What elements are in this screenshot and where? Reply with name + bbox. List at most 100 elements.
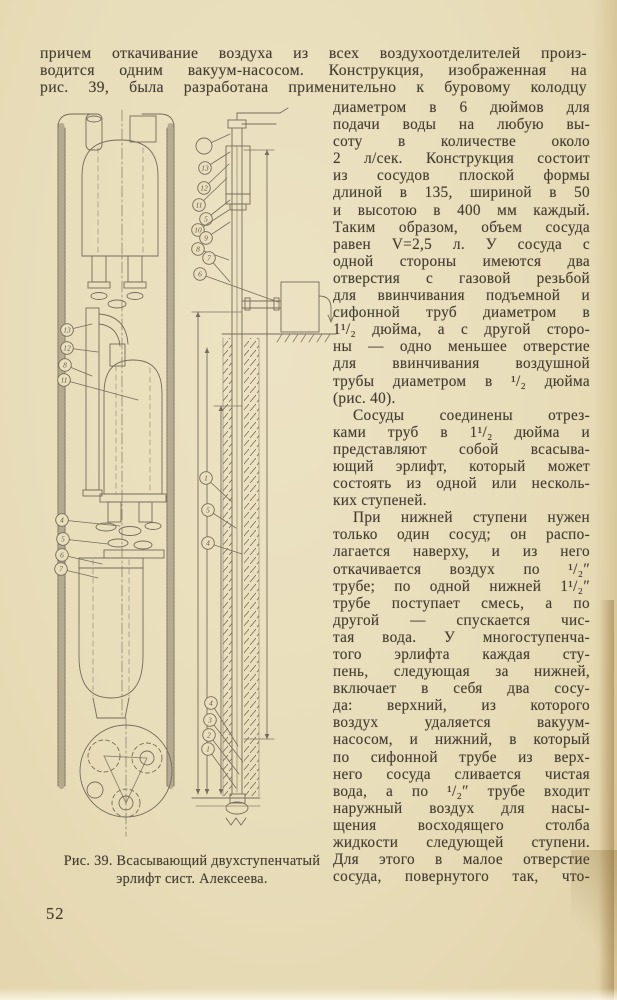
callout-circle <box>54 562 68 576</box>
text-line: трубе; по одной нижней 1¹/₂″ <box>333 577 590 595</box>
callout-circle <box>60 323 74 337</box>
callout-circle <box>193 267 207 281</box>
text-line: 2 л/сек. Конструкция состоит <box>333 150 590 168</box>
callout-number: 1 <box>204 474 208 483</box>
callout-circle <box>199 471 213 485</box>
text-line: Для этого в малое отверстие <box>333 851 590 869</box>
callout-number: 5 <box>61 535 65 544</box>
text-line: ющий эрлифт, который может <box>333 457 590 475</box>
callout-number: 7 <box>59 565 63 574</box>
callout-number: 6 <box>198 270 202 279</box>
callout-number: 13 <box>63 326 71 335</box>
book-spine-edge <box>599 600 614 1000</box>
well-casing <box>57 109 175 837</box>
callout-number: 3 <box>207 716 212 725</box>
text-line: сифонной труб диаметром в <box>333 304 590 322</box>
text-line: и высотою в 400 мм каждый. <box>333 201 590 219</box>
text-line: одной стороны имеются два <box>333 252 590 270</box>
text-line: ны — одно меньшее отверстие <box>333 338 590 356</box>
text-line: Таким образом, объем сосуда <box>333 218 590 236</box>
ground-hatching <box>221 333 337 797</box>
text-line: Сосуды соединены отрез- <box>353 406 590 424</box>
figure-caption: Рис. 39. Всасывающий двухступенчатый эрл… <box>44 853 340 888</box>
page-edge-shading-bottom <box>0 988 617 1000</box>
text-line: да: верхний, из которого <box>333 697 590 715</box>
text-line: жидкости следующей ступени. <box>333 834 590 852</box>
callout-circle <box>198 161 212 175</box>
intro-paragraph: причем откачивание воздуха из всех возду… <box>40 45 587 97</box>
text-line: ками труб в 1¹/₂ дюйма и <box>333 423 590 441</box>
callout-number: 9 <box>204 234 208 243</box>
callout-number: 4 <box>206 539 210 548</box>
text-line: из сосудов плоской формы <box>333 167 590 185</box>
text-line: насосом, и нижний, в который <box>333 731 590 749</box>
text-line: трубы диаметром в ¹/₂ дюйма <box>333 372 590 390</box>
callout-circle <box>192 198 206 212</box>
callout-number: 7 <box>207 254 211 263</box>
text-line: длиной в 135, шириной в 50 <box>333 184 590 202</box>
text-line: 1¹/₂ дюйма, а с другой сторо- <box>333 321 590 339</box>
callout-circle <box>204 696 218 710</box>
text-line: наружный воздух для насы- <box>333 799 590 817</box>
text-line: отверстия с газовой резьбой <box>333 269 590 287</box>
text-line: пень, следующая за нижней, <box>333 663 590 681</box>
callout-number: 5 <box>204 215 208 224</box>
text-line: трубе поступает смесь, а по <box>333 594 590 612</box>
page-edge-shading-right <box>593 0 617 1000</box>
text-line: соту в количестве около <box>333 133 590 151</box>
callout-circle <box>60 341 74 355</box>
dimension-lines <box>191 149 275 807</box>
text-line: только один сосуд; он распо- <box>333 526 590 544</box>
text-line: сосуда, повернутого так, что- <box>333 868 590 886</box>
text-line: для ввинчивания подъемной и <box>333 287 590 305</box>
lower-vessel <box>78 307 167 719</box>
callout-circle <box>58 358 72 372</box>
callout-number: 11 <box>61 376 68 385</box>
callout-circle <box>55 548 69 562</box>
callout-number: 4 <box>60 516 64 525</box>
callout-circle <box>201 503 215 517</box>
text-line: При нижней ступени нужен <box>353 509 590 527</box>
text-line: того эрлифта каждая сту- <box>333 646 590 663</box>
callout-number: 6 <box>60 551 64 560</box>
callout-number: 11 <box>196 201 203 210</box>
text-line: представляют собой всасыва- <box>333 440 590 458</box>
text-line: откачивается воздух по ¹/₂″ <box>333 560 590 578</box>
callout-circle <box>57 373 71 387</box>
text-line: для ввинчивания воздушной <box>333 355 590 373</box>
callout-number: 5 <box>206 506 210 515</box>
callout-number: 12 <box>63 344 71 353</box>
text-line: него сосуда сливается чистая <box>333 765 590 783</box>
callout-number: 1 <box>206 745 210 754</box>
callout-circle <box>199 231 213 245</box>
callout-circle <box>195 137 213 155</box>
callout-circle <box>201 742 215 756</box>
page-corner-shadow <box>571 850 617 1000</box>
callout-circle <box>201 536 215 550</box>
text-line: рис. 39, была разработана применительно … <box>40 79 587 97</box>
callout-circle <box>191 223 205 237</box>
text-line: причем откачивание воздуха из всех возду… <box>40 45 587 62</box>
callout-number: 8 <box>63 361 67 370</box>
text-line: диаметром в 6 дюймов для <box>333 99 590 116</box>
callout-number: 13 <box>201 164 209 173</box>
callout-number: 10 <box>194 226 202 235</box>
callout-circle <box>202 728 216 742</box>
callout-number: 4 <box>209 699 213 708</box>
upper-vessel <box>81 113 159 309</box>
caption-line-1: Рис. 39. Всасывающий двухступенчатый <box>63 853 321 869</box>
text-line: включает в себя два сосу- <box>333 680 590 698</box>
text-line: другой — спускается чис- <box>333 611 590 629</box>
callout-circle <box>191 242 205 256</box>
callout-circle <box>202 251 216 265</box>
text-line: водится одним вакуум-насосом. Конструкци… <box>40 62 587 80</box>
text-line: ких ступеней. <box>333 492 427 510</box>
text-line: по сифонной трубе из верх- <box>333 748 590 766</box>
text-line: тая вода. У многоступенча- <box>333 628 590 646</box>
callout-number: 8 <box>196 245 200 254</box>
callout-circle <box>55 513 69 527</box>
callout-circle <box>203 713 217 727</box>
